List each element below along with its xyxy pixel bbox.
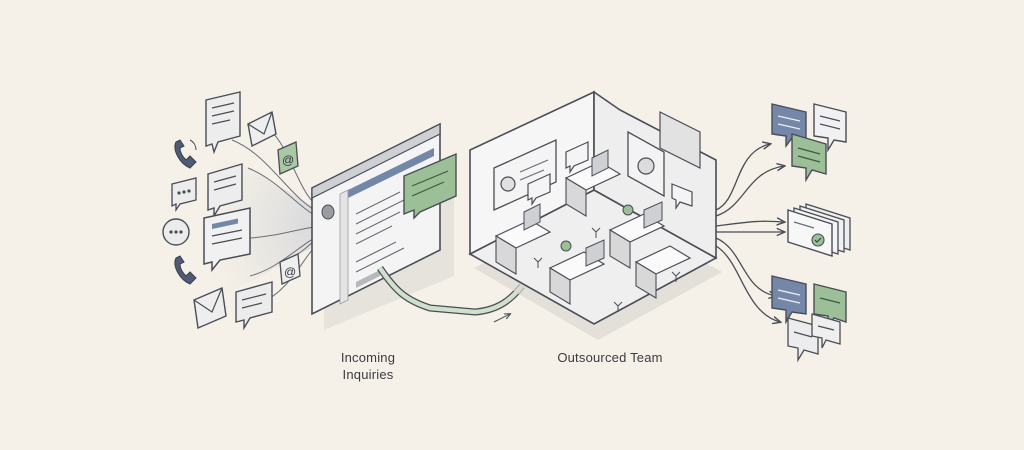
desk-icon [608, 201, 666, 269]
arrow-icon [715, 245, 780, 322]
incoming-label-line1: Incoming [340, 350, 396, 365]
inbox-window-icon [311, 122, 457, 330]
checkmark-icon [811, 233, 825, 247]
office-room-icon [468, 90, 722, 340]
agent-headset-icon [560, 240, 572, 252]
chat-bubble-icon [205, 91, 241, 155]
chat-bubble-icon [171, 177, 197, 213]
outgoing-arrows [715, 144, 784, 322]
agent-headset-icon [637, 157, 655, 175]
incoming-label-line2: Inquiries [342, 367, 394, 382]
arrow-icon [715, 166, 784, 217]
arrow-icon [715, 221, 784, 227]
agent-headset-icon [500, 176, 516, 192]
email-icon [247, 110, 277, 148]
chat-bubble-icon [207, 163, 243, 219]
at-sign-icon: @ [279, 253, 301, 285]
email-icon [193, 286, 227, 330]
arrow-icon [715, 144, 770, 211]
resolved-cards [787, 203, 851, 257]
svg-text:@: @ [282, 153, 294, 167]
desk-icon [494, 203, 552, 275]
desk-icon [548, 239, 606, 305]
phone-icon [174, 255, 197, 285]
chat-bubble-icon [162, 218, 190, 246]
chat-bubble-icon [771, 275, 807, 325]
arrow-icon [715, 237, 776, 296]
phone-icon [174, 139, 197, 169]
chat-bubble-icon [203, 207, 251, 273]
agent-headset-icon [622, 204, 634, 216]
chat-bubble-icon [791, 133, 827, 183]
arrow-icon [493, 314, 510, 323]
chat-bubble-icon [811, 313, 841, 349]
chat-bubble-icon [527, 173, 551, 206]
outsourced-team-label: Outsourced Team [557, 350, 663, 365]
chat-bubble-icon [671, 183, 693, 210]
chat-bubble-icon [565, 141, 589, 174]
at-sign-icon: @ [277, 141, 299, 175]
desk-icon [634, 245, 692, 299]
incoming-inquiries-label: Incoming Inquiries [318, 349, 418, 383]
svg-text:@: @ [284, 265, 296, 279]
desk-icon [564, 149, 622, 217]
chat-bubble-icon [235, 281, 273, 331]
connector-pipe [377, 266, 525, 323]
chat-bubble-icon [813, 103, 847, 153]
